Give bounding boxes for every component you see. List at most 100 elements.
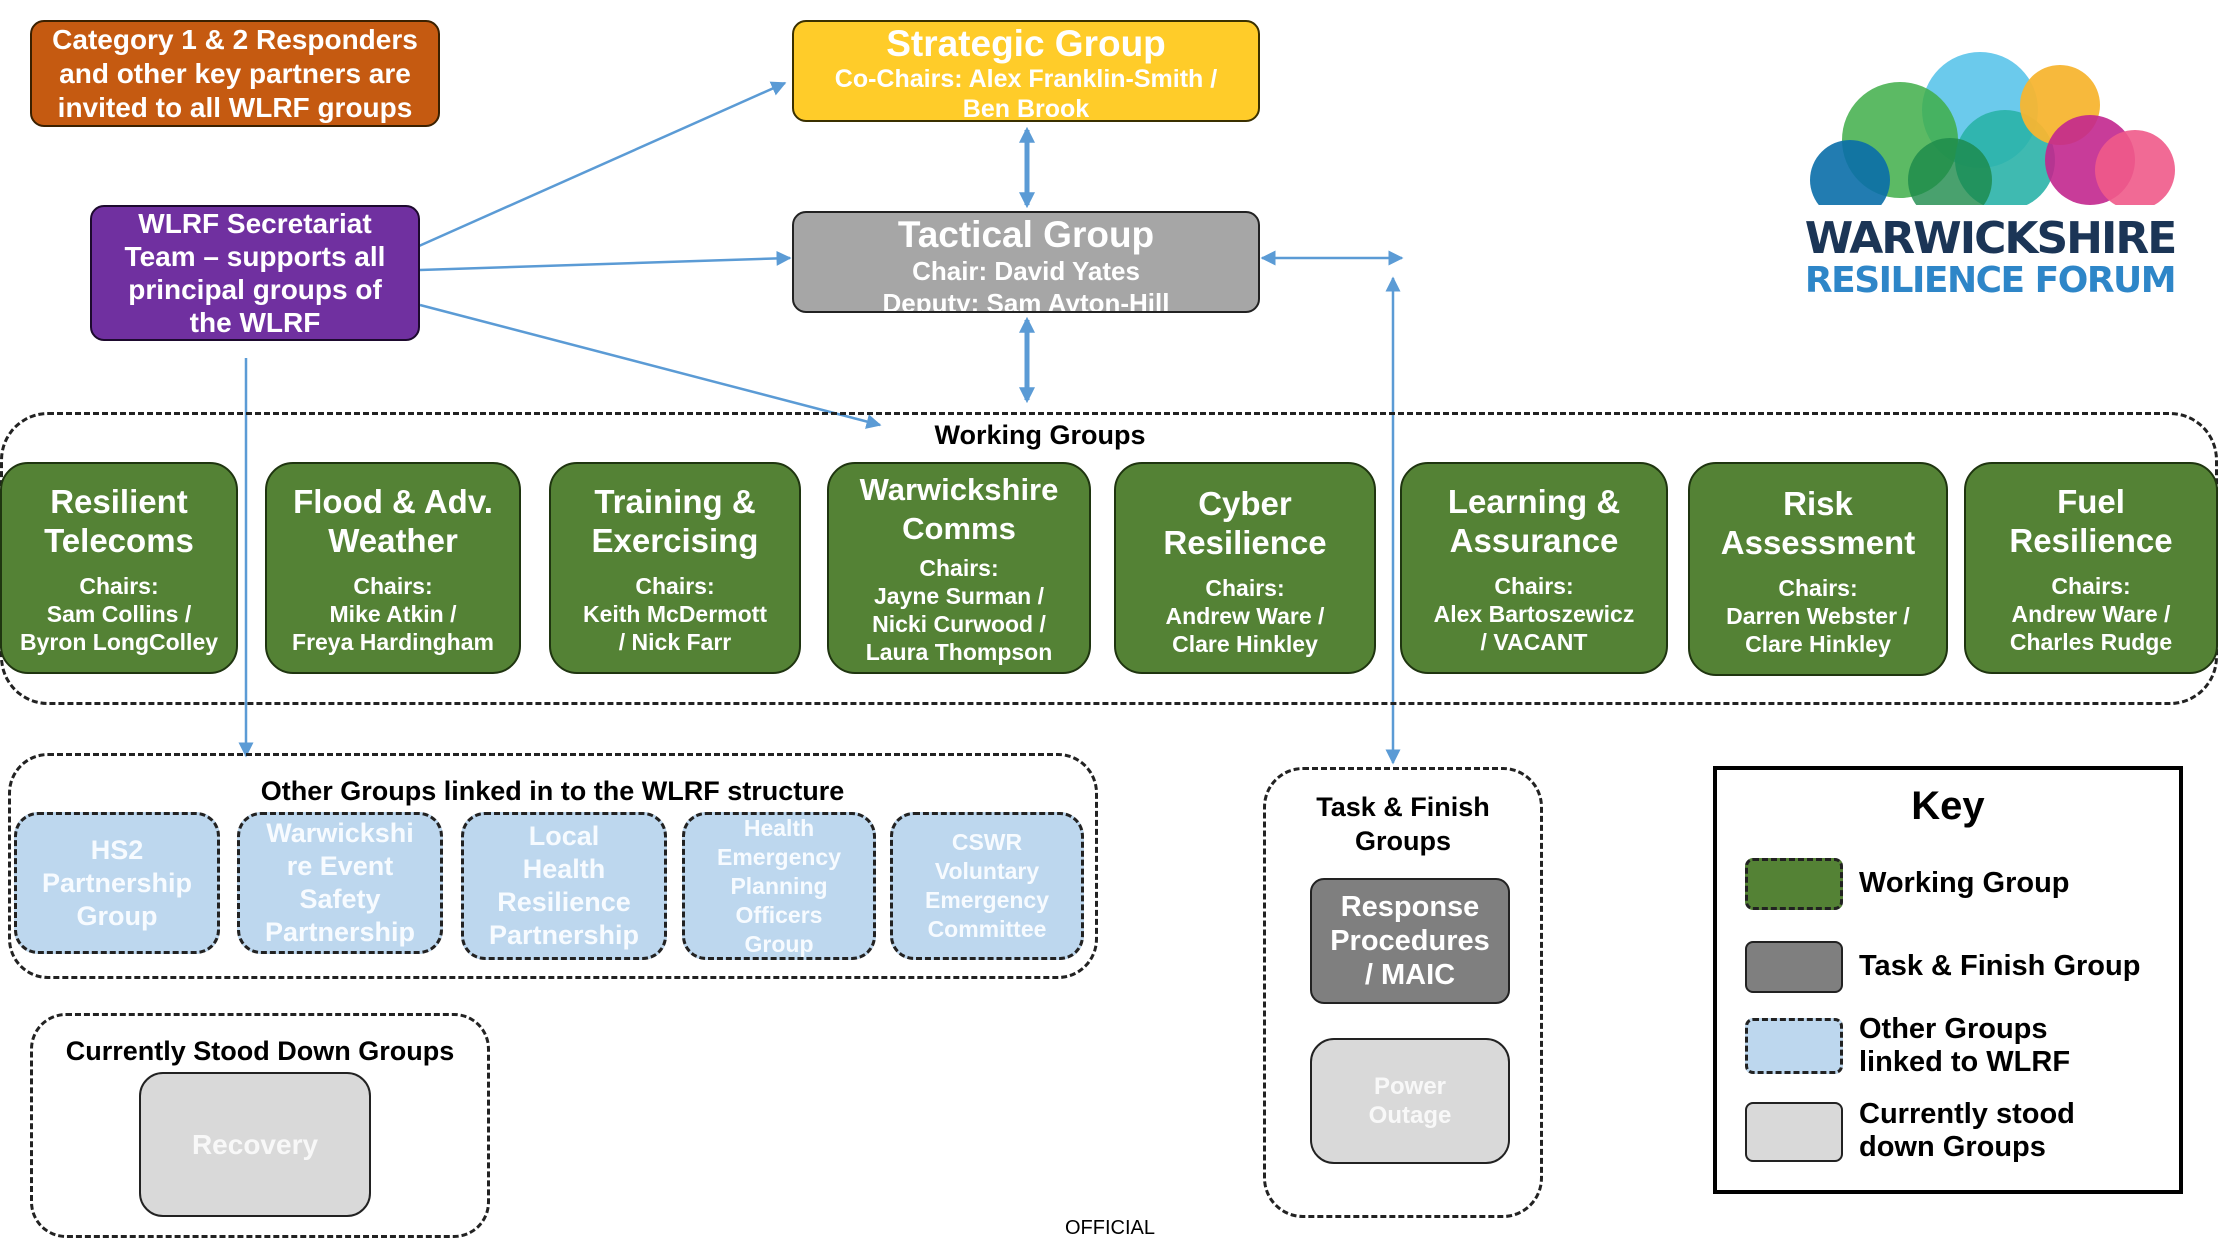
wrf-logo: WARWICKSHIRE RESILIENCE FORUM	[1790, 30, 2190, 310]
working-group-chair-names: Andrew Ware /	[1165, 603, 1325, 629]
working-group-chair-names: Charles Rudge	[2009, 629, 2173, 655]
working-group-chairs-label: Chairs:	[79, 573, 159, 599]
working-group-fuel-resilience[interactable]: Fuel Resilience Chairs: Andrew Ware / Ch…	[1964, 462, 2218, 674]
secretariat-line: Team – supports all	[124, 241, 386, 272]
stood-down-region	[30, 1013, 490, 1238]
other-group-line: Group	[744, 930, 814, 957]
other-group-line: Local	[528, 821, 600, 851]
strategic-group[interactable]: Strategic Group Co-Chairs: Alex Franklin…	[792, 20, 1260, 122]
working-group-chair-names: Mike Atkin /	[329, 601, 457, 627]
other-group-line: Warwickshi	[266, 818, 414, 848]
working-group-title: Flood & Adv.	[293, 483, 493, 520]
other-group-line: Partnership	[264, 917, 416, 947]
task-finish-title-line: Task & Finish	[1316, 792, 1490, 822]
key-label-down: Currently stood down Groups	[1859, 1098, 2075, 1164]
working-group-chairs-label: Chairs:	[353, 573, 433, 599]
other-group-event-safety[interactable]: Warwickshi re Event Safety Partnership	[237, 812, 443, 954]
working-group-chair-names: Keith McDermott	[582, 601, 767, 627]
tactical-group-chair: Chair: David Yates	[912, 256, 1140, 286]
partners-note-line: invited to all WLRF groups	[57, 91, 413, 123]
working-group-risk-assessment[interactable]: Risk Assessment Chairs: Darren Webster /…	[1688, 462, 1948, 676]
arrow-secretariat-strategic	[409, 81, 787, 252]
working-group-warwickshire-comms[interactable]: Warwickshire Comms Chairs: Jayne Surman …	[827, 462, 1091, 674]
other-group-local-health[interactable]: Local Health Resilience Partnership	[461, 812, 667, 960]
stood-down-title: Currently Stood Down Groups	[65, 1036, 455, 1066]
task-finish-item-line: Response	[1340, 891, 1480, 923]
other-group-cswr-voluntary[interactable]: CSWR Voluntary Emergency Committee	[890, 812, 1084, 960]
other-group-line: Partnership	[41, 867, 193, 898]
working-group-learning-assurance[interactable]: Learning & Assurance Chairs: Alex Bartos…	[1400, 462, 1668, 674]
working-group-title: Learning &	[1447, 483, 1621, 520]
other-group-hs2[interactable]: HS2 Partnership Group	[14, 812, 220, 954]
task-finish-item-line: Procedures	[1330, 925, 1490, 957]
working-group-chair-names: Laura Thompson	[865, 639, 1053, 665]
secretariat-line: principal groups of	[128, 274, 382, 305]
key-label-working: Working Group	[1859, 867, 2070, 899]
working-group-chair-names: Darren Webster /	[1726, 603, 1910, 629]
working-group-chairs-label: Chairs:	[2051, 573, 2131, 599]
other-groups-title: Other Groups linked in to the WLRF struc…	[260, 776, 845, 806]
working-group-chair-names: Nicki Curwood /	[872, 611, 1046, 637]
logo-text-line2: RESILIENCE FORUM	[1804, 260, 2177, 301]
working-group-chair-names: Jayne Surman /	[873, 583, 1045, 609]
working-group-training-exercising[interactable]: Training & Exercising Chairs: Keith McDe…	[549, 462, 801, 674]
arrow-secretariat-working	[419, 303, 882, 429]
key-label-line: down Groups	[1859, 1131, 2046, 1163]
other-group-line: Voluntary	[934, 858, 1040, 884]
working-group-chair-names: Andrew Ware /	[2011, 601, 2171, 627]
other-group-line: Safety	[299, 884, 381, 914]
strategic-group-title: Strategic Group	[886, 23, 1166, 64]
working-group-chair-names: Clare Hinkley	[1172, 631, 1318, 657]
task-finish-response-procedures[interactable]: Response Procedures / MAIC	[1310, 878, 1510, 1004]
secretariat-line: WLRF Secretariat	[138, 208, 372, 239]
other-group-line: Health	[522, 854, 606, 884]
working-group-chairs-label: Chairs:	[919, 555, 999, 581]
other-group-line: Officers	[735, 901, 823, 928]
working-group-chair-names: Freya Hardingham	[292, 629, 494, 655]
working-group-title: Cyber	[1198, 485, 1292, 522]
working-group-chair-names: / VACANT	[1480, 629, 1588, 655]
task-finish-power-outage[interactable]: Power Outage	[1310, 1038, 1510, 1164]
working-groups-title: Working Groups	[934, 420, 1146, 450]
working-group-chair-names: Clare Hinkley	[1745, 631, 1891, 657]
working-group-title: Weather	[328, 522, 458, 559]
key-label-line: Other Groups	[1859, 1013, 2048, 1045]
working-group-title: Training &	[594, 483, 756, 520]
partners-note-line: and other key partners are	[59, 57, 411, 89]
stood-down-item-label: Recovery	[191, 1128, 319, 1160]
working-group-flood-weather[interactable]: Flood & Adv. Weather Chairs: Mike Atkin …	[265, 462, 521, 674]
key-label-other: Other Groups linked to WLRF	[1859, 1013, 2070, 1079]
key-label-line: linked to WLRF	[1859, 1046, 2071, 1078]
other-group-line: Health	[743, 814, 815, 841]
working-group-chair-names: Sam Collins /	[46, 601, 192, 627]
other-groups-region	[8, 753, 1098, 979]
partners-note: Category 1 & 2 Responders and other key …	[30, 20, 440, 127]
working-group-title: Exercising	[591, 522, 759, 559]
working-group-cyber-resilience[interactable]: Cyber Resilience Chairs: Andrew Ware / C…	[1114, 462, 1376, 674]
working-group-title: Risk	[1783, 485, 1853, 522]
other-group-health-emergency[interactable]: Health Emergency Planning Officers Group	[682, 812, 876, 960]
working-group-resilient-telecoms[interactable]: Resilient Telecoms Chairs: Sam Collins /…	[0, 462, 238, 674]
task-finish-item-line: Power	[1373, 1073, 1447, 1100]
strategic-group-chairs: Ben Brook	[962, 95, 1090, 122]
logo-text-line1: WARWICKSHIRE	[1804, 213, 2178, 264]
strategic-group-chairs: Co-Chairs: Alex Franklin-Smith /	[834, 65, 1218, 93]
working-group-chair-names: Byron LongColley	[19, 629, 219, 655]
stood-down-recovery[interactable]: Recovery	[139, 1072, 371, 1217]
working-group-title: Resilience	[2009, 522, 2173, 559]
other-group-line: Resilience	[497, 887, 631, 917]
key-swatch-down	[1745, 1102, 1843, 1162]
logo-cloud-icon	[1810, 52, 2175, 220]
working-group-title: Telecoms	[44, 522, 194, 559]
secretariat-line: the WLRF	[189, 307, 321, 338]
working-group-chairs-label: Chairs:	[1778, 575, 1858, 601]
tactical-group[interactable]: Tactical Group Chair: David Yates Deputy…	[792, 211, 1260, 313]
key-swatch-other	[1745, 1018, 1843, 1074]
task-finish-title-line: Groups	[1354, 826, 1451, 856]
secretariat-team[interactable]: WLRF Secretariat Team – supports all pri…	[90, 205, 420, 341]
working-group-chairs-label: Chairs:	[635, 573, 715, 599]
task-finish-item-line: / MAIC	[1364, 959, 1456, 991]
working-group-title: Resilient	[50, 483, 188, 520]
working-group-title: Resilience	[1163, 524, 1327, 561]
